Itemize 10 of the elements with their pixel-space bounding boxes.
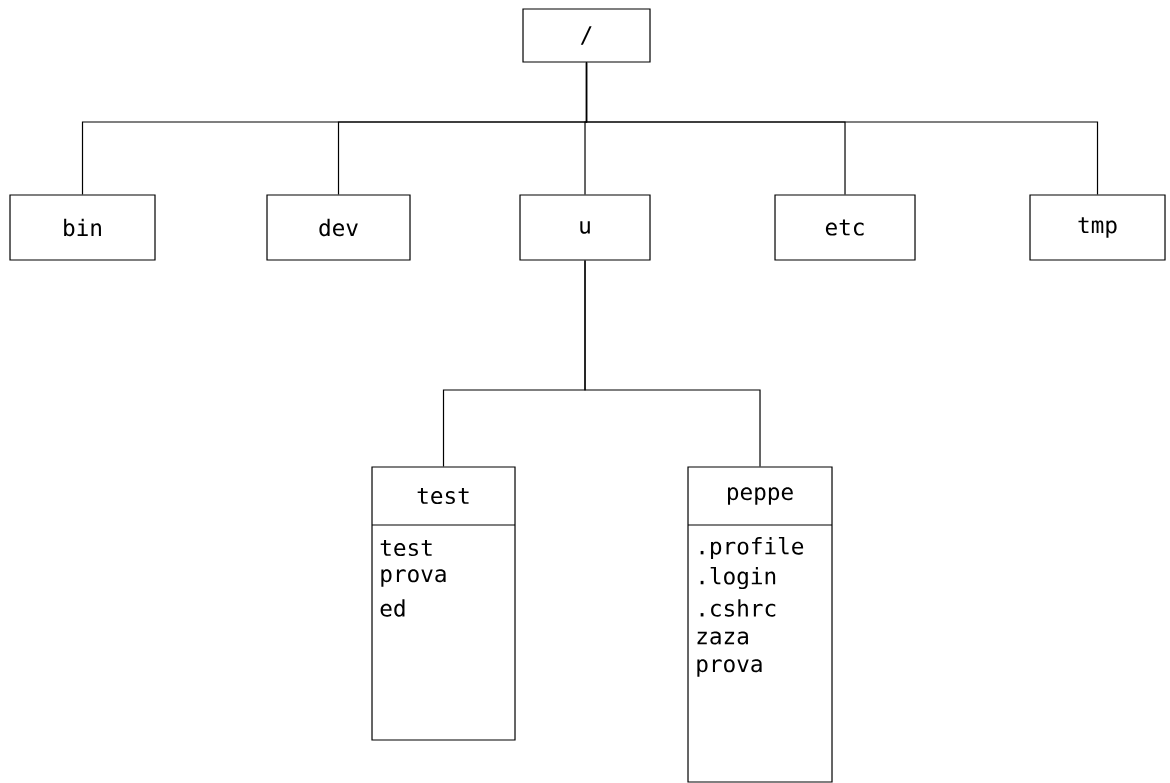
- directory-box: tmp: [1029, 194, 1166, 261]
- directory-box: dev: [266, 194, 411, 261]
- directory-box: bin: [9, 194, 156, 261]
- directory-box: peppe .profile .login .cshrc zaza prova: [687, 466, 833, 783]
- directory-box: u: [519, 194, 651, 261]
- directory-box: etc: [774, 194, 916, 261]
- connector-line: [584, 260, 761, 467]
- directory-box: /: [522, 8, 651, 63]
- directory-box: test test prova ed: [371, 466, 516, 741]
- connector-line: [585, 62, 1099, 195]
